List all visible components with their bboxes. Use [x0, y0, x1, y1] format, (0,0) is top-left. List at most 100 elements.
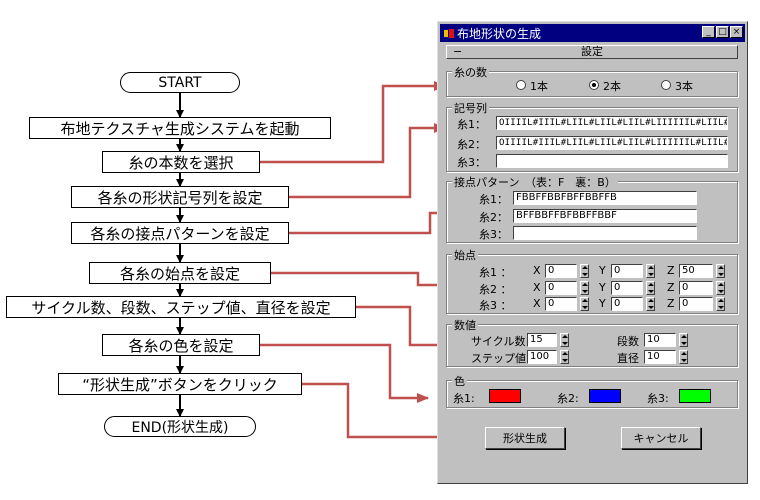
- step-spinner[interactable]: [560, 350, 569, 364]
- symbols-thread1-input[interactable]: OIIIIL#IIIL#LIIL#LIIL#LIIL#LIIIIIIL#LIIL…: [496, 116, 728, 130]
- thread-count-radio-2[interactable]: [589, 80, 599, 90]
- start-thread2-z-label: Z: [667, 281, 675, 294]
- start-thread2-x-spinner[interactable]: [580, 281, 589, 295]
- thread-count-option-2: 2本: [603, 80, 621, 93]
- symbols-thread3-input[interactable]: [496, 154, 728, 168]
- colors-label: 色: [452, 373, 467, 389]
- thread-count-group: 糸の数 1本 2本 3本: [446, 64, 738, 97]
- contacts-thread3-input[interactable]: [513, 226, 697, 240]
- contacts-thread2-input[interactable]: BFFBBFFBFBBFFBBF: [513, 209, 697, 223]
- thread-count-option-1: 1本: [530, 80, 548, 93]
- start-thread1-x-spinner[interactable]: [580, 264, 589, 278]
- contacts-label: 接点パターン （表：F 裏：B）: [452, 174, 618, 190]
- contacts-thread3-label: 糸3：: [479, 228, 508, 241]
- colors-group: 色 糸1: 糸2: 糸3:: [446, 373, 738, 408]
- numbers-label: 数値: [452, 317, 478, 333]
- minimize-button[interactable]: _: [702, 26, 715, 38]
- start-thread2-y-label: Y: [599, 281, 606, 294]
- start-thread2-x-label: X: [533, 281, 541, 294]
- start-thread3-z-label: Z: [667, 297, 675, 310]
- start-thread3-x-input[interactable]: 0: [545, 297, 577, 311]
- flowchart-step-set-shape-symbols: 各糸の形状記号列を設定: [71, 186, 289, 208]
- start-thread2-z-input[interactable]: 0: [679, 281, 713, 295]
- cycles-label: サイクル数: [471, 335, 526, 348]
- symbols-thread2-input[interactable]: OIIIIL#IIIL#LIIL#LIIL#LIIL#LIIIIIIL#LIIL…: [496, 136, 728, 150]
- diameter-label: 直径: [617, 352, 639, 365]
- start-thread2-y-input[interactable]: 0: [611, 281, 643, 295]
- symbols-thread3-label: 糸3：: [457, 156, 486, 169]
- thread-count-option-3: 3本: [675, 80, 693, 93]
- color-thread1-label: 糸1:: [453, 392, 475, 405]
- start-thread2-z-spinner[interactable]: [716, 281, 725, 295]
- thread-count-radio-1[interactable]: [516, 80, 526, 90]
- color-thread1-swatch[interactable]: [489, 389, 521, 403]
- symbols-label: 記号列: [452, 100, 489, 116]
- diameter-spinner[interactable]: [679, 350, 688, 364]
- close-button[interactable]: ×: [730, 26, 743, 38]
- start-thread1-z-spinner[interactable]: [716, 264, 725, 278]
- cycles-input[interactable]: 15: [527, 333, 557, 347]
- flowchart-step-set-colors: 各糸の色を設定: [102, 334, 260, 356]
- callout-arrow: [289, 123, 446, 199]
- start-thread1-z-input[interactable]: 50: [679, 264, 713, 278]
- callout-arrow: [260, 81, 446, 164]
- color-thread3-label: 糸3:: [647, 392, 669, 405]
- flowchart-start: START: [120, 72, 240, 93]
- symbols-thread1-label: 糸1：: [457, 118, 486, 131]
- start-thread3-label: 糸3 ：: [479, 299, 512, 312]
- step-input[interactable]: 100: [527, 350, 557, 364]
- callout-arrow: [302, 382, 471, 442]
- start-thread3-y-label: Y: [599, 297, 606, 310]
- numbers-group: 数値 サイクル数 15 段数 10 ステップ値 100 直径 10: [446, 317, 738, 367]
- settings-panel-header[interactable]: − 設定: [446, 45, 738, 59]
- diameter-input[interactable]: 10: [644, 350, 676, 364]
- start-thread3-z-spinner[interactable]: [716, 297, 725, 311]
- start-thread1-label: 糸1 ：: [479, 266, 512, 279]
- settings-panel-title: 設定: [581, 45, 603, 58]
- contacts-thread1-input[interactable]: FBBFFBBFBFFBBFFB: [513, 191, 697, 205]
- generate-shape-button[interactable]: 形状生成: [485, 427, 565, 449]
- flowchart-step-set-numbers: サイクル数、段数、ステップ値、直径を設定: [6, 296, 356, 318]
- rows-input[interactable]: 10: [644, 333, 676, 347]
- start-thread3-x-label: X: [533, 297, 541, 310]
- color-thread2-swatch[interactable]: [589, 389, 621, 403]
- flowchart-step-click-generate: “形状生成”ボタンをクリック: [58, 373, 302, 395]
- color-thread3-swatch[interactable]: [679, 389, 711, 403]
- start-thread1-z-label: Z: [667, 264, 675, 277]
- callout-arrow: [356, 305, 461, 350]
- flowchart-end: END(形状生成): [104, 416, 256, 437]
- dialog-titlebar[interactable]: 布地形状の生成 _ □ ×: [440, 24, 745, 42]
- flowchart-step-select-thread-count: 糸の本数を選択: [102, 151, 260, 173]
- flowchart-step-set-start-points: 各糸の始点を設定: [89, 262, 271, 284]
- flowchart-step-set-contact-patterns: 各糸の接点パターンを設定: [71, 222, 289, 244]
- maximize-button[interactable]: □: [716, 26, 729, 38]
- callout-arrow: [271, 271, 461, 290]
- flowchart-step-launch-system: 布地テクスチャ生成システムを起動: [29, 117, 331, 139]
- start-thread1-y-input[interactable]: 0: [611, 264, 643, 278]
- start-thread2-y-spinner[interactable]: [646, 281, 655, 295]
- thread-count-label: 糸の数: [452, 64, 489, 80]
- start-thread1-x-input[interactable]: 0: [545, 264, 577, 278]
- cancel-button[interactable]: キャンセル: [621, 427, 701, 449]
- rows-spinner[interactable]: [679, 333, 688, 347]
- symbols-group: 記号列 糸1： OIIIIL#IIIL#LIIL#LIIL#LIIL#LIIII…: [446, 100, 738, 172]
- callout-arrow: [260, 343, 429, 403]
- start-thread1-x-label: X: [533, 264, 541, 277]
- start-thread3-y-spinner[interactable]: [646, 297, 655, 311]
- color-thread2-label: 糸2:: [557, 392, 579, 405]
- step-label: ステップ値: [471, 352, 526, 365]
- generate-shape-dialog: 布地形状の生成 _ □ × − 設定 糸の数 1本 2本 3本 記号列 糸1： …: [437, 21, 748, 484]
- start-thread1-y-label: Y: [599, 264, 606, 277]
- cycles-spinner[interactable]: [560, 333, 569, 347]
- contacts-group: 接点パターン （表：F 裏：B） 糸1： FBBFFBBFBFFBBFFB 糸2…: [446, 174, 738, 243]
- start-points-label: 始点: [452, 247, 478, 263]
- start-thread1-y-spinner[interactable]: [646, 264, 655, 278]
- start-thread3-z-input[interactable]: 0: [679, 297, 713, 311]
- start-thread2-x-input[interactable]: 0: [545, 281, 577, 295]
- contacts-thread1-label: 糸1：: [479, 193, 508, 206]
- start-thread3-x-spinner[interactable]: [580, 297, 589, 311]
- start-thread3-y-input[interactable]: 0: [611, 297, 643, 311]
- symbols-thread2-label: 糸2：: [457, 138, 486, 151]
- collapse-icon[interactable]: −: [453, 45, 463, 58]
- thread-count-radio-3[interactable]: [661, 80, 671, 90]
